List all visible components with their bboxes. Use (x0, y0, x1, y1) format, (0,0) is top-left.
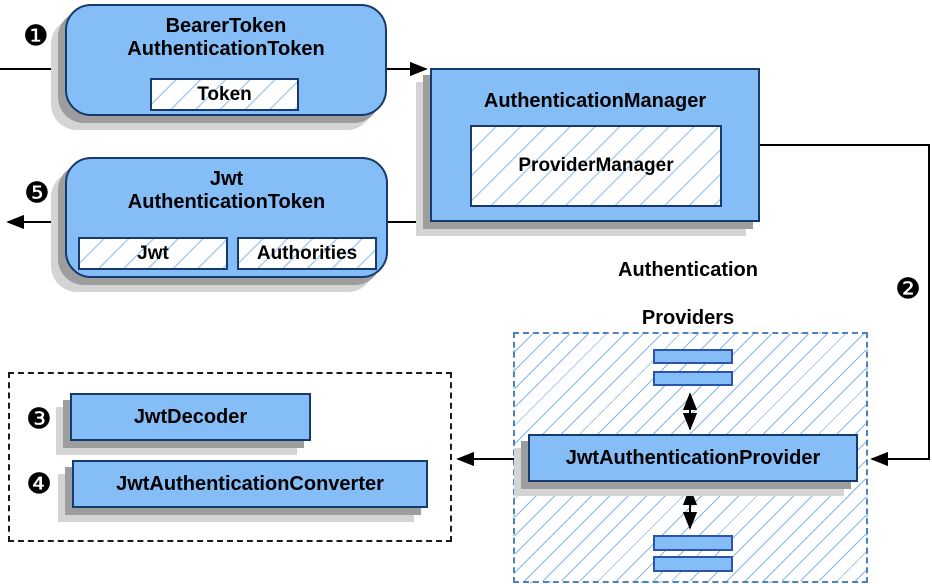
jwt-authentication-token-node: Jwt AuthenticationToken Jwt Authorities (65, 157, 388, 278)
provider-stub-top-1 (653, 349, 733, 364)
jwt-authentication-converter-label: JwtAuthenticationConverter (116, 472, 384, 495)
authentication-providers-label: Authentication Providers (618, 258, 758, 330)
bearer-title-line2: AuthenticationToken (127, 38, 325, 60)
provider-manager-field: ProviderManager (470, 125, 722, 207)
authorities-field-label: Authorities (256, 242, 358, 264)
provider-stub-bottom-1 (653, 535, 733, 551)
arrow-manager-to-provider (760, 144, 930, 467)
jwt-field-label: Jwt (137, 242, 169, 264)
jwt-field: Jwt (78, 237, 228, 270)
step-3-badge: ❸ (26, 401, 52, 436)
step-4-badge: ❹ (26, 466, 52, 501)
provider-stub-top-2 (653, 371, 733, 386)
bearer-token-authentication-token-node: BearerToken AuthenticationToken Token (65, 4, 387, 116)
authorities-field: Authorities (237, 237, 377, 270)
authentication-manager-node: AuthenticationManager ProviderManager (430, 68, 760, 222)
provider-manager-label: ProviderManager (518, 155, 674, 176)
step-1-badge: ❶ (23, 18, 49, 53)
bearer-title-line1: BearerToken (165, 15, 287, 37)
providers-label-line1: Authentication (618, 259, 758, 281)
jwt-token-title-line2: AuthenticationToken (127, 191, 326, 213)
token-field-label: Token (197, 83, 252, 105)
step-2-badge: ❷ (895, 271, 921, 306)
providers-label-line2: Providers (641, 307, 735, 329)
token-field: Token (150, 78, 299, 111)
step-5-badge: ❺ (24, 175, 50, 210)
jwt-authentication-provider-node: JwtAuthenticationProvider (528, 434, 858, 482)
jwt-token-title-line1: Jwt (209, 168, 244, 190)
jwt-decoder-label: JwtDecoder (133, 405, 248, 428)
jwt-authentication-provider-label: JwtAuthenticationProvider (565, 446, 821, 469)
jwt-decoder-node: JwtDecoder (70, 393, 311, 441)
jwt-converters-area (8, 372, 452, 542)
authentication-manager-title: AuthenticationManager (483, 90, 707, 112)
jwt-authentication-converter-node: JwtAuthenticationConverter (72, 460, 428, 508)
provider-stub-bottom-2 (653, 556, 733, 572)
